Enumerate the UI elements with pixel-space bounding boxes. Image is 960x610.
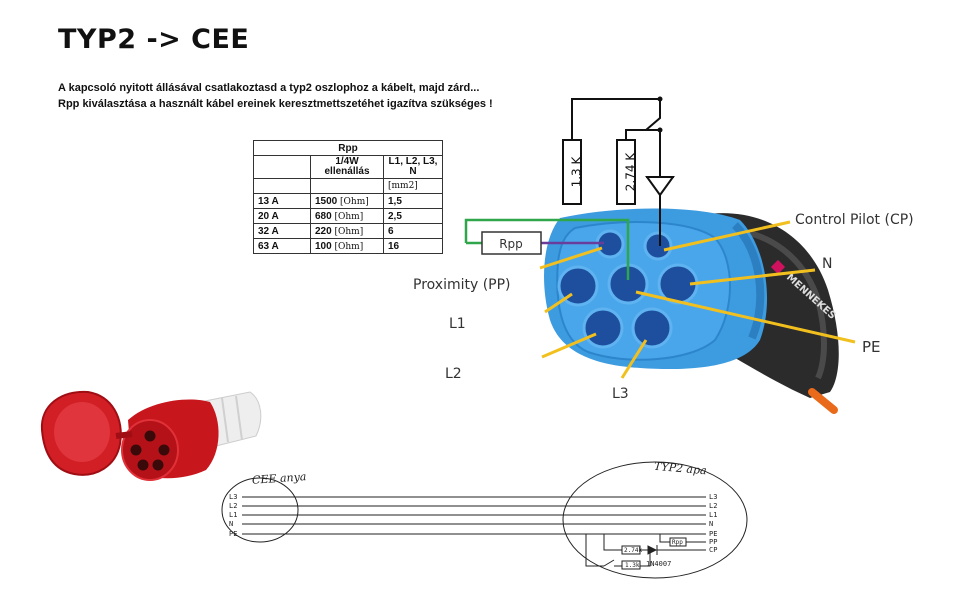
rpp-ohm-unit: [Ohm]	[334, 211, 364, 222]
label-control-pilot: Control Pilot (CP)	[795, 212, 914, 228]
socket-face	[121, 419, 179, 481]
sketch-right-pin: L3	[709, 493, 718, 501]
sketch-right-pin: CP	[709, 546, 718, 554]
diode-icon	[645, 176, 675, 197]
sketch-left-pin: PE	[229, 530, 238, 538]
sketch-resistor-274k-label: 2.74k	[624, 547, 643, 554]
socket-hole	[152, 459, 164, 471]
label-n: N	[822, 256, 833, 272]
resistor-2-74k	[616, 139, 636, 205]
rpp-table: Rpp 1/4W ellenállás L1, L2, L3, N [mm2] …	[253, 140, 443, 254]
resistor-rpp	[481, 231, 542, 255]
sketch-resistor-13k-label: 1.3k	[625, 562, 640, 569]
table-row: 13 A 1500 [Ohm] 1,5	[253, 193, 443, 209]
switch-contact-icon	[657, 96, 663, 102]
rpp-ohm-unit: [Ohm]	[340, 196, 369, 207]
sketch-right-pin: PE	[709, 530, 718, 538]
sketch-left-pin: L2	[229, 502, 238, 510]
arrow-pe	[635, 290, 856, 344]
rpp-ohm-unit: [Ohm]	[334, 241, 364, 252]
intro-line-1: A kapcsoló nyitott állásával csatlakozta…	[58, 82, 480, 94]
hand-sketch	[221, 461, 748, 579]
arrow-cp	[663, 220, 791, 252]
rpp-ohm: 220	[315, 225, 332, 237]
typ2-ellipse	[562, 461, 748, 579]
type2-connector: MENNEKES	[544, 208, 839, 414]
sketch-wire	[585, 534, 604, 567]
rpp-ohm: 1500	[315, 195, 338, 207]
sketch-left-pin: N	[229, 520, 234, 528]
sketch-diode-label: 1N4007	[646, 560, 672, 568]
page-title: TYP2 -> CEE	[58, 24, 250, 55]
brand-logo-icon	[770, 259, 786, 275]
rpp-header-conductors: L1, L2, L3, N	[383, 155, 443, 179]
sketch-resistor-13k	[621, 560, 641, 570]
label-pe: PE	[862, 338, 881, 356]
label-proximity: Proximity (PP)	[413, 277, 511, 293]
arrow-pp	[539, 246, 603, 270]
arrow-l2	[541, 332, 597, 359]
socket-hole	[158, 444, 170, 456]
resistor-2-label: 2.74 K	[624, 152, 638, 192]
sketch-switch-icon	[603, 559, 615, 567]
socket-lid-hinge	[115, 431, 133, 439]
rpp-ohm-unit: [Ohm]	[334, 226, 364, 237]
orange-cable	[808, 388, 838, 414]
label-l1: L1	[449, 316, 466, 332]
sketch-wire	[640, 550, 651, 567]
pin-cp	[643, 231, 673, 261]
sketch-wire	[659, 534, 670, 543]
pin-arrows	[539, 220, 856, 379]
intro-line-2: Rpp kiválasztása a használt kábel ereine…	[58, 98, 493, 110]
resistor-rpp-label: Rpp	[499, 237, 523, 251]
label-l2: L2	[445, 366, 462, 382]
arrow-l3	[620, 339, 648, 379]
wiring	[464, 96, 675, 280]
socket-hole	[144, 430, 156, 442]
rpp-ohm: 100	[315, 240, 332, 252]
table-row: 20 A 680 [Ohm] 2,5	[253, 208, 443, 224]
sketch-wire	[603, 534, 622, 551]
sketch-right-pin: PP	[709, 538, 718, 546]
sketch-left-pin: L1	[229, 511, 238, 519]
wire-green-pe	[464, 218, 630, 280]
socket-sleeve-ridge	[235, 395, 243, 441]
socket-hole	[130, 444, 142, 456]
cee-ellipse	[221, 477, 299, 543]
rpp-area: 16	[383, 238, 443, 254]
cee-socket-photo	[0, 350, 290, 490]
socket-sleeve-ridge	[221, 397, 229, 443]
sketch-right-pin: L1	[709, 511, 718, 519]
intro-text: A kapcsoló nyitott állásával csatlakozta…	[58, 80, 493, 112]
table-row: 63 A 100 [Ohm] 16	[253, 238, 443, 254]
resistor-1-3k	[562, 139, 582, 205]
rpp-ohm: 680	[315, 210, 332, 222]
socket-hole	[137, 459, 149, 471]
label-l3: L3	[612, 386, 629, 402]
sketch-right-pin: N	[709, 520, 714, 528]
pin-l3	[631, 307, 673, 349]
sketch-diode-icon	[647, 545, 658, 555]
sketch-resistor-rpp-label: Rpp	[672, 539, 683, 546]
pin-l2	[582, 307, 624, 349]
sketch-left-pin: L3	[229, 493, 238, 501]
connector-handle-highlight	[717, 226, 827, 380]
arrow-l1	[544, 292, 573, 314]
switch-contact-icon	[657, 127, 663, 133]
arrow-n	[689, 268, 816, 286]
table-row: 32 A 220 [Ohm] 6	[253, 223, 443, 239]
resistor-1-label: 1.3 K	[570, 155, 584, 187]
sketch-right-pin: L2	[709, 502, 718, 510]
socket-lid-inner	[54, 402, 110, 462]
